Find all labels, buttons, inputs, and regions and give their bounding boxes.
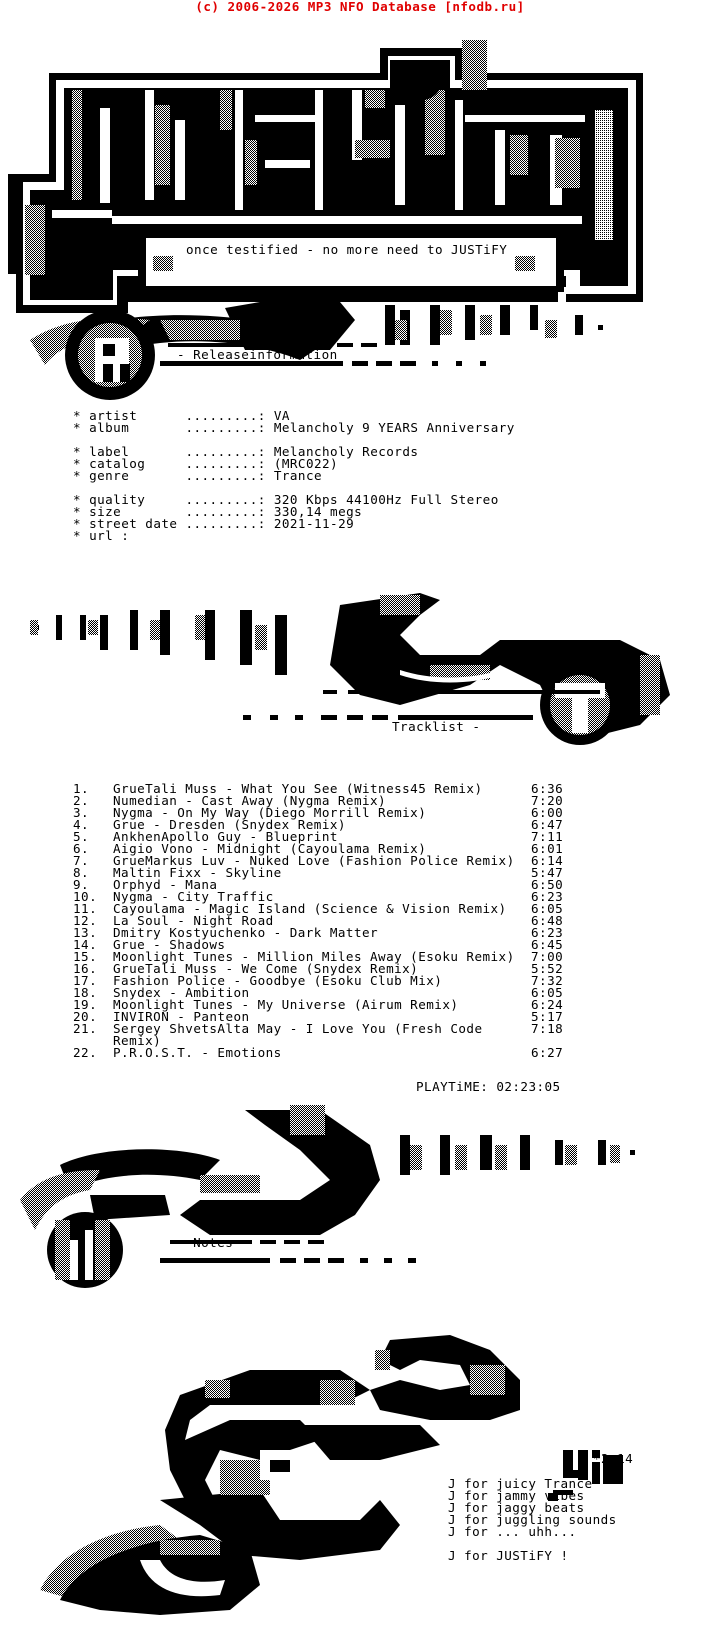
street-date-value: 2021-11-29 [273,516,355,531]
quality-value: 320 Kbps 44100Hz Full Stereo [273,492,499,507]
note-line: J for juicy Trance [448,1476,593,1491]
release-quality: * quality .........: 320 Kbps 44100Hz Fu… [73,492,499,507]
track-row: 1.GrueTali Muss - What You See (Witness4… [73,781,564,796]
tracklist-header-art [30,593,670,745]
release-genre: * genre .........: Trance [73,468,323,483]
section-title-tracklist: Tracklist - [392,719,481,734]
track-row: 6.Aigio Vono - Midnight (Cayoulama Remix… [73,841,564,856]
justify-j-swirl-art [40,1335,623,1615]
tracklist: 1.GrueTali Muss - What You See (Witness4… [73,781,573,1060]
logo-tagline: once testified - no more need to JUSTiFY [186,242,508,257]
note-line: J for ... uhh... [448,1524,577,1539]
track-row: 17.Fashion Police - Goodbye (Esoku Club … [73,973,564,988]
catalog-value: (MRC022) [273,456,339,471]
track-row: 15.Moonlight Tunes - Million Miles Away … [73,949,564,964]
justify-logo-art [8,40,643,400]
artist-value: VA [273,408,290,423]
note-line: J for JUSTiFY ! [448,1548,569,1563]
size-value: 330,14 megs [273,504,363,519]
note-line: J for jaggy beats [448,1500,585,1515]
track-row: 16.GrueTali Muss - We Come (Snydex Remix… [73,961,564,976]
album-value: Melancholy 9 YEARS Anniversary [273,420,515,435]
track-row: 21.Sergey ShvetsAlta May - I Love You (F… [73,1021,564,1036]
label-value: Melancholy Records [273,444,419,459]
release-catalog: * catalog .........: (MRC022) [73,456,339,471]
track-row: 7.GrueMarkus Luv - Nuked Love (Fashion P… [73,853,564,868]
section-title-notes: - Notes [177,1235,234,1250]
notes-header-art [20,1105,635,1288]
release-label: * label .........: Melancholy Records [73,444,419,459]
genre-value: Trance [273,468,323,483]
artist-signature: *2o14 [593,1451,634,1466]
track-row: 2.Numedian - Cast Away (Nygma Remix)7:20 [73,793,564,808]
note-line: J for juggling sounds [448,1512,617,1527]
site-copyright-header[interactable]: (c) 2006-2026 MP3 NFO Database [nfodb.ru… [195,0,525,14]
release-url: * url : [73,528,130,543]
track-row: 3.Nygma - On My Way (Diego Morrill Remix… [73,805,564,820]
track-row: 19.Moonlight Tunes - My Universe (Airum … [73,997,564,1012]
release-street-date: * street date .........: 2021-11-29 [73,516,355,531]
release-size: * size .........: 330,14 megs [73,504,363,519]
notes-text: J for juicy Trance J for jammy vibes J f… [448,1476,617,1563]
track-row-continuation: Remix) [113,1033,162,1048]
total-playtime: PLAYTiME: 02:23:05 [416,1079,561,1094]
release-artist: * artist .........: VA [73,408,290,423]
release-info-block: * artist .........: VA * album .........… [73,408,515,543]
note-line: J for jammy vibes [448,1488,585,1503]
section-title-releaseinformation: - Releaseinformation [177,347,338,362]
track-row: 11.Cayoulama - Magic Island (Science & V… [73,901,564,916]
release-album: * album .........: Melancholy 9 YEARS An… [73,420,515,435]
track-row: 4.Grue - Dresden (Snydex Remix)6:47 [73,817,564,832]
